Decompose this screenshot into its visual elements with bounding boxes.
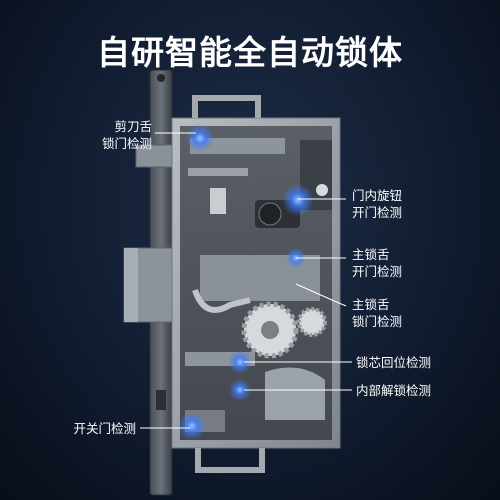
label-shear-tongue-lock: 剪刀舌 锁门检测 xyxy=(101,119,152,151)
bottom-bracket xyxy=(195,448,265,473)
label-door-switch: 开关门检测 xyxy=(73,421,136,436)
label-main-tongue-lock: 主锁舌 锁门检测 xyxy=(352,297,403,329)
slide-arm xyxy=(192,288,251,313)
top-bracket xyxy=(192,95,261,118)
sensor-glow-shear xyxy=(186,124,214,152)
connector xyxy=(210,188,226,214)
label-core-reset: 锁芯回位检测 xyxy=(356,355,432,370)
sensor-glow-unlock xyxy=(229,379,251,401)
spring-bar xyxy=(188,168,248,176)
label-main-tongue-open: 主锁舌 开门检测 xyxy=(352,247,403,279)
plate-screw-top xyxy=(157,74,165,82)
gear-large-hub xyxy=(261,321,279,339)
sensor-glow-knob xyxy=(282,184,314,216)
motor-shaft xyxy=(258,202,282,226)
top-lever xyxy=(190,138,285,154)
sensor-glow-core xyxy=(228,350,252,374)
page-title: 自研智能全自动锁体 xyxy=(97,33,403,72)
plate-slot xyxy=(156,390,166,410)
reset-cam xyxy=(265,367,325,420)
capacitor xyxy=(316,184,328,196)
sensor-glow-door xyxy=(178,412,206,440)
label-internal-unlock: 内部解锁检测 xyxy=(356,383,432,398)
label-inner-knob-open: 门内旋钮 开门检测 xyxy=(352,188,403,220)
gear-small xyxy=(297,307,327,337)
leader-main-lock xyxy=(295,283,347,307)
main-bolt-shade xyxy=(124,248,138,322)
